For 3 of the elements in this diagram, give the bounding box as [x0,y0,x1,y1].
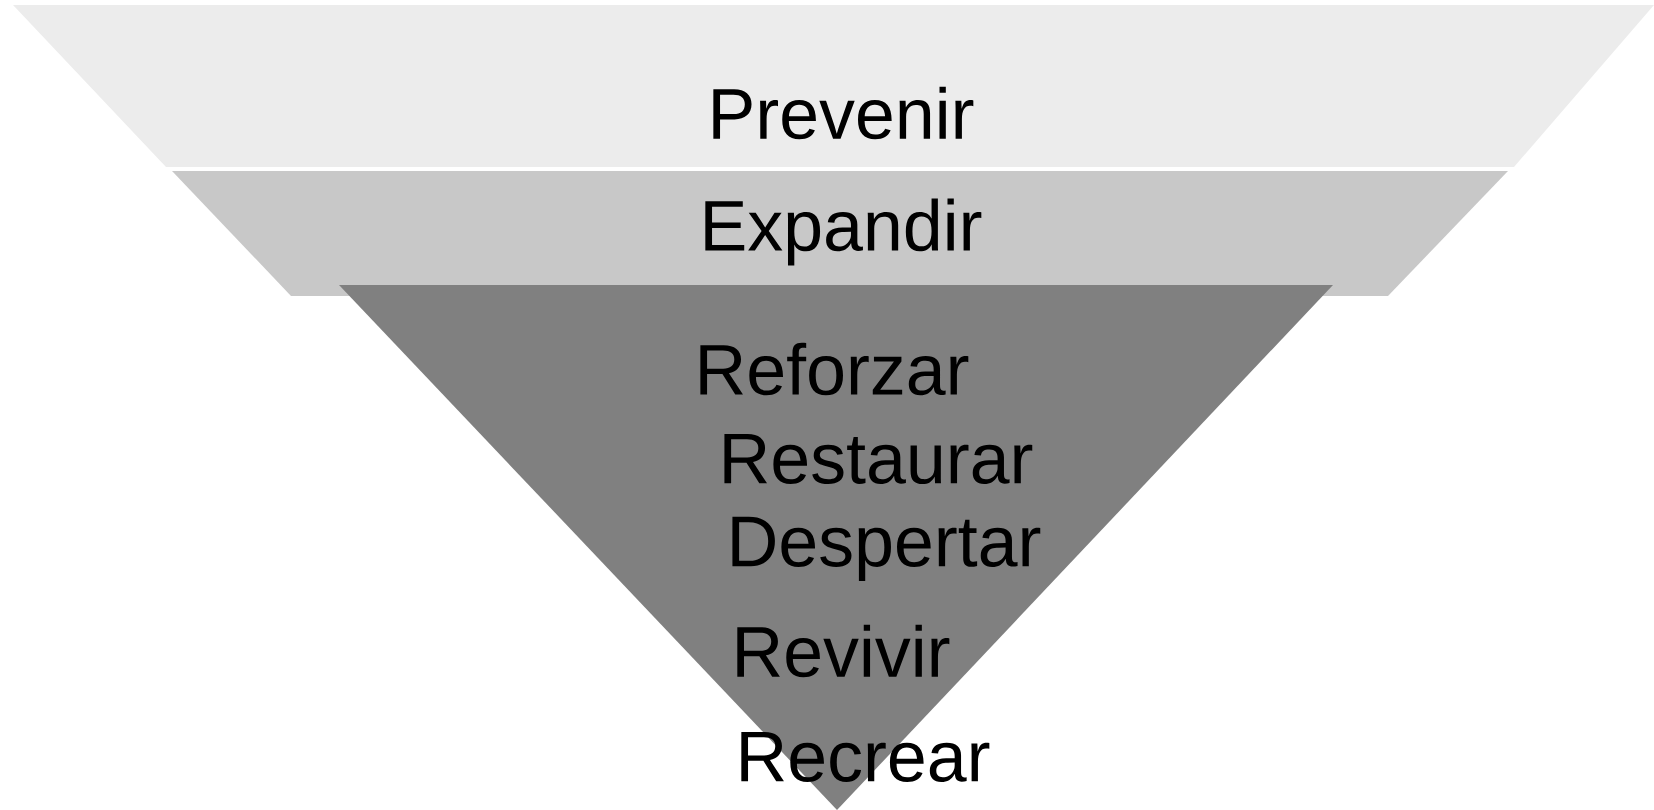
funnel-triangle: Reforzar Restaurar Despertar Revivir Recrear [339,285,1333,810]
funnel-band: Expandir [172,171,1508,296]
funnel-band: Prevenir [13,5,1654,167]
